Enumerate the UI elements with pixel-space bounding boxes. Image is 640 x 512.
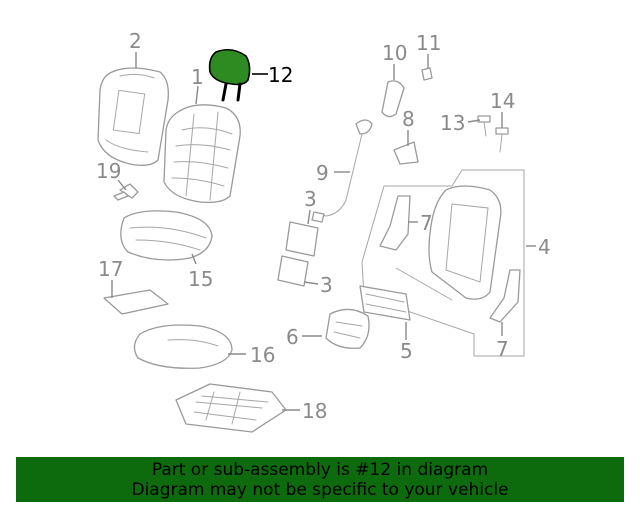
callout-4: 4 [538,235,551,259]
callout-7-upper: 7 [420,211,433,235]
callout-19: 19 [96,159,121,183]
part-11-clip [421,67,433,81]
part-4-frame-assembly [361,169,525,357]
part-7-recliner-lower [489,269,521,323]
part-17-pad [103,289,169,315]
part-2-seatback-cover [97,67,169,166]
banner-line-2: Diagram may not be specific to your vehi… [131,480,509,500]
callout-3-lower: 3 [320,273,333,297]
callout-3-upper: 3 [304,187,317,211]
callout-16: 16 [250,343,275,367]
callout-labels: 2 1 12 19 15 17 16 18 3 3 9 10 11 8 13 1… [96,29,551,423]
callout-10: 10 [382,41,407,65]
part-5-lumbar [359,285,411,321]
callout-8: 8 [402,107,415,131]
part-8-bracket [393,141,419,165]
part-14-bolt [495,127,509,153]
part-13-bolt [477,115,491,137]
part-12-headrest [208,48,251,102]
part-9-cable [311,119,373,223]
part-3-pads [277,221,319,287]
callout-17: 17 [98,257,123,281]
banner-line-1: Part or sub-assembly is #12 in diagram [151,460,489,480]
part-10-knob [381,80,405,118]
callout-15: 15 [188,267,213,291]
part-16-cushion-pad [133,324,233,369]
callout-9: 9 [316,161,329,185]
callout-2: 2 [129,29,142,53]
part-19-bracket [113,183,139,201]
part-18-seat-frame [175,383,287,433]
leader-lines [111,52,536,411]
callout-13: 13 [440,111,465,135]
callout-5: 5 [400,339,413,363]
info-banner: Part or sub-assembly is #12 in diagram D… [16,457,624,502]
part-15-cushion-cover [120,210,213,261]
callout-12: 12 [268,63,293,87]
callout-14: 14 [490,89,515,113]
callout-6: 6 [286,325,299,349]
part-6-support [325,308,370,349]
part-7-recliner-upper [379,195,411,251]
callout-7-lower: 7 [496,337,509,361]
part-1-seatback [163,104,241,204]
callout-11: 11 [416,31,441,55]
callout-18: 18 [302,399,327,423]
callout-1: 1 [191,65,204,89]
